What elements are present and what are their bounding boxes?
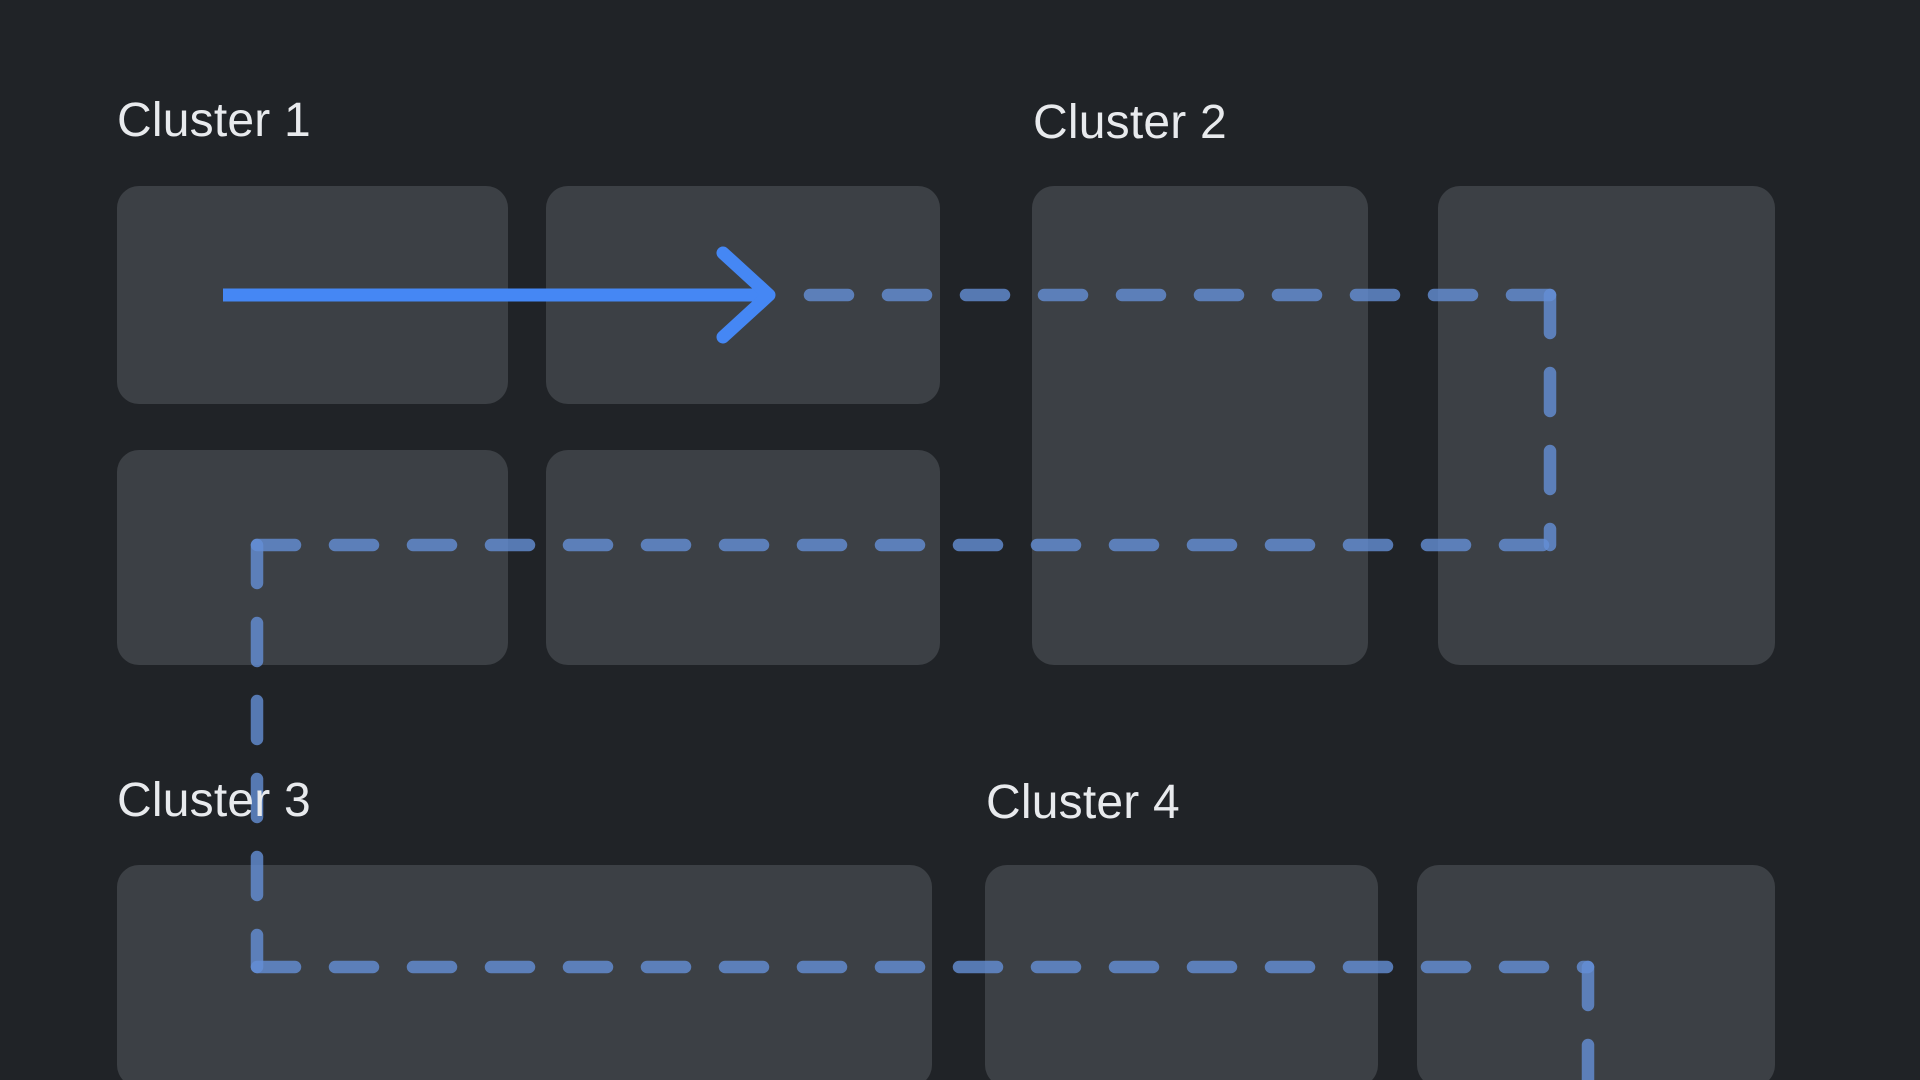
cluster-3-label: Cluster 3 bbox=[117, 774, 311, 827]
cluster-1-box-3 bbox=[117, 450, 508, 665]
cluster-4-box-2 bbox=[1417, 865, 1775, 1080]
cluster-4-label: Cluster 4 bbox=[986, 776, 1180, 829]
cluster-4-box-1 bbox=[985, 865, 1378, 1080]
cluster-1-box-1 bbox=[117, 186, 508, 404]
cluster-1-box-4 bbox=[546, 450, 940, 665]
cluster-2-box-2 bbox=[1438, 186, 1775, 665]
cluster-1-box-2 bbox=[546, 186, 940, 404]
cluster-2-box-1 bbox=[1032, 186, 1368, 665]
cluster-3-box-1 bbox=[117, 865, 932, 1080]
cluster-1-label: Cluster 1 bbox=[117, 94, 311, 147]
cluster-2-label: Cluster 2 bbox=[1033, 96, 1227, 149]
